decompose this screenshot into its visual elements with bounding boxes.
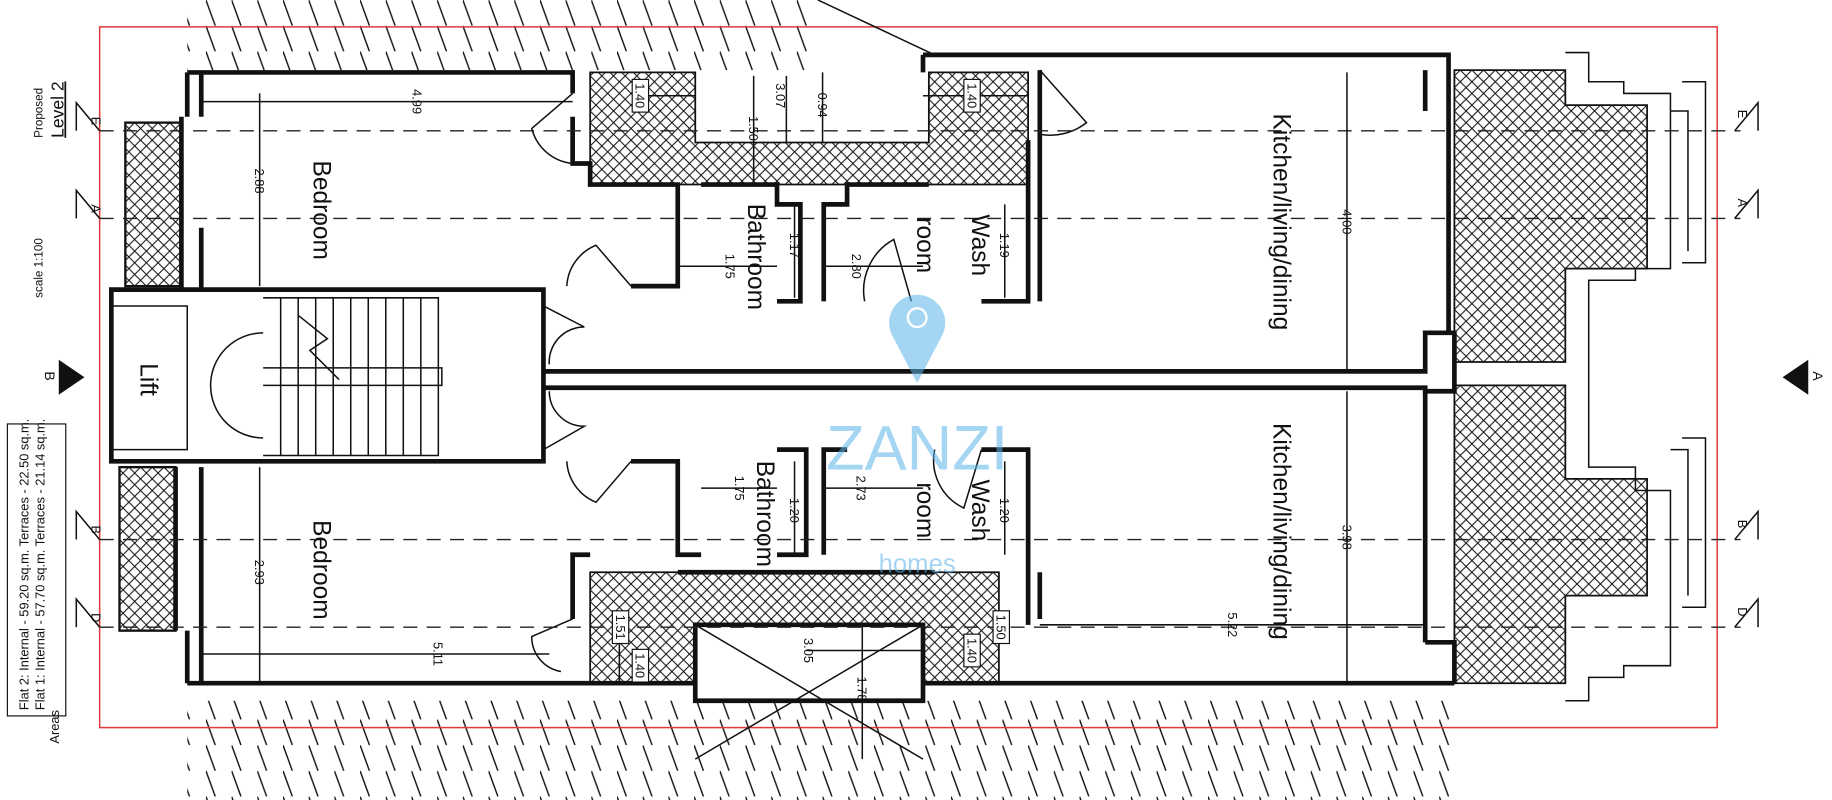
dim-label: 3.05 — [801, 638, 816, 663]
dim-label: 1.40 — [964, 638, 979, 663]
balcony-outline — [1565, 51, 1707, 702]
marker-d-left: D — [88, 613, 103, 622]
room-room-2: room — [911, 482, 938, 538]
drawing-frame — [98, 26, 1718, 729]
dim-label: 1.75 — [732, 476, 747, 501]
section-arrow-a-icon — [1782, 359, 1809, 395]
doors — [530, 0, 1088, 760]
dim-label: 1.19 — [997, 233, 1012, 258]
areas-flat2: Flat 2: Internal - 59.20 sq.m. Terraces … — [16, 419, 31, 710]
room-wash-1: Wash — [966, 214, 993, 276]
dim-label: 1.17 — [787, 233, 802, 258]
arrow-b-label: B — [42, 371, 58, 380]
dim-label: 1.20 — [787, 498, 802, 523]
areas-heading: Areas — [47, 710, 62, 744]
room-labels: Bedroom Bedroom Bathroom Bathroom Wash r… — [135, 114, 1295, 640]
dim-label: 1.50 — [746, 116, 761, 141]
title-block: Level 2 Proposed scale 1:100 Areas Flat … — [6, 81, 67, 744]
marker-e-right: E — [1735, 110, 1750, 119]
room-bathroom-1: Bathroom — [742, 204, 769, 310]
dim-label: 1.75 — [723, 254, 738, 279]
dim-label: 1.40 — [964, 83, 979, 108]
dim-label: 5.11 — [431, 642, 446, 666]
watermark-brand: ZANZI — [826, 413, 1008, 483]
areas-flat1: Flat 1: Internal - 57.70 sq.m. Terraces … — [33, 419, 48, 710]
dim-label: 3.07 — [773, 83, 788, 108]
room-kitchen-1: Kitchen/living/dining — [1267, 114, 1294, 331]
ground-hatch-top — [187, 0, 818, 71]
room-bathroom-2: Bathroom — [751, 461, 778, 567]
dimension-lines — [201, 72, 1426, 760]
dim-label: 1.20 — [997, 498, 1012, 523]
room-bedroom-1: Bedroom — [307, 160, 334, 259]
section-arrow-b-icon — [58, 359, 85, 395]
dim-label: 2.93 — [252, 560, 267, 585]
marker-b-left: B — [88, 526, 103, 535]
dim-label: 2.88 — [252, 169, 267, 194]
room-kitchen-2: Kitchen/living/dining — [1267, 423, 1294, 640]
section-lines — [99, 130, 1741, 628]
dim-label: 4.99 — [410, 89, 425, 114]
dim-label: 4.00 — [1339, 209, 1354, 234]
dim-label: 3.98 — [1339, 525, 1354, 550]
dim-label: 1.51 — [613, 615, 628, 640]
watermark-sub: homes — [879, 550, 956, 578]
watermark: ZANZI homes — [826, 294, 1008, 578]
marker-d-right: D — [1735, 607, 1750, 616]
dimension-labels: 4.99 2.88 3.07 0.94 1.50 1.40 1.40 1.17 … — [252, 83, 1354, 701]
room-lift: Lift — [135, 363, 162, 396]
dim-label: 5.22 — [1225, 612, 1240, 637]
dim-label: 1.40 — [633, 653, 648, 678]
dim-label: 1.50 — [994, 615, 1009, 640]
lift-shaft — [111, 305, 189, 451]
arrow-a-label: A — [1810, 371, 1826, 381]
dim-label: 2.73 — [853, 476, 868, 501]
dim-label: 1.78 — [855, 677, 870, 702]
marker-a-right: A — [1735, 199, 1750, 208]
terrace-hatches — [118, 69, 1648, 685]
marker-b-right: B — [1735, 520, 1750, 529]
map-pin-icon — [889, 294, 946, 384]
marker-e-left: E — [88, 117, 103, 126]
room-room-1: room — [911, 217, 938, 273]
walls — [108, 52, 1457, 704]
dim-label: 0.94 — [815, 93, 830, 118]
room-bedroom-2: Bedroom — [307, 520, 334, 619]
section-markers-left: E A B D B — [42, 100, 103, 628]
dim-label: 1.40 — [633, 83, 648, 108]
level-status: Proposed — [32, 88, 45, 138]
marker-a-left: A — [88, 204, 103, 213]
dim-label: 2.80 — [849, 254, 864, 279]
room-wash-2: Wash — [966, 479, 993, 541]
stair — [209, 297, 443, 457]
level-title: Level 2 — [47, 81, 67, 137]
section-markers-right: E A B D A — [1734, 100, 1826, 628]
dimension-boxes — [611, 78, 1011, 683]
scale-label: scale 1:100 — [32, 238, 45, 298]
ground-hatch-bottom — [187, 700, 1461, 800]
